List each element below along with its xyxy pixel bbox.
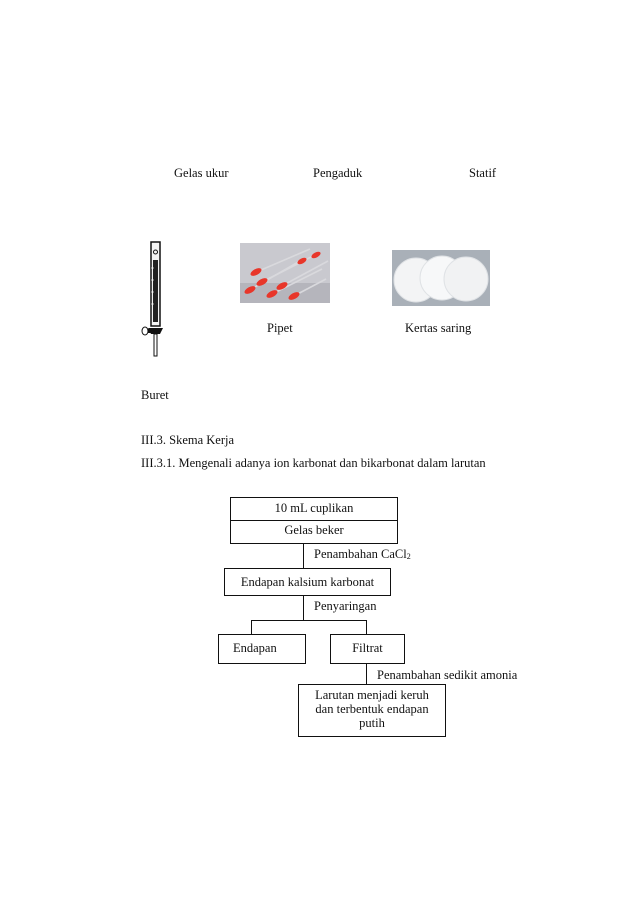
- result2-line2: dan terbentuk endapan: [315, 702, 429, 716]
- label-statif: Statif: [469, 166, 497, 180]
- precipitate-box: Endapan: [218, 634, 306, 664]
- step1-text: Penambahan CaCl: [314, 547, 407, 561]
- label-gelas-ukur: Gelas ukur: [174, 166, 229, 180]
- connector-2: [303, 596, 304, 620]
- kertas-saring-image: [392, 250, 490, 306]
- sample-box: 10 mL cuplikan Gelas beker: [230, 497, 398, 544]
- branch-left: [251, 620, 252, 634]
- connector-3: [366, 664, 367, 684]
- sample-text: 10 mL cuplikan: [274, 501, 354, 515]
- box-divider: [231, 520, 397, 521]
- filtrate-text: Filtrat: [352, 641, 383, 655]
- result2-box: Larutan menjadi keruh dan terbentuk enda…: [298, 684, 446, 737]
- label-kertas-saring: Kertas saring: [405, 321, 472, 335]
- precipitate-text: Endapan: [233, 641, 277, 655]
- result1-box: Endapan kalsium karbonat: [224, 568, 391, 596]
- filtrate-box: Filtrat: [330, 634, 405, 664]
- container-text: Gelas beker: [284, 523, 344, 537]
- section-subheading: III.3.1. Mengenali adanya ion karbonat d…: [141, 456, 486, 470]
- section-heading: III.3. Skema Kerja: [141, 433, 235, 447]
- step3-label: Penambahan sedikit amonia: [377, 668, 518, 682]
- branch-line: [251, 620, 366, 621]
- branch-right: [366, 620, 367, 634]
- label-buret: Buret: [141, 388, 169, 402]
- step2-label: Penyaringan: [314, 599, 377, 613]
- label-pengaduk: Pengaduk: [313, 166, 363, 180]
- label-pipet: Pipet: [267, 321, 293, 335]
- connector-1: [303, 544, 304, 568]
- result2-line1: Larutan menjadi keruh: [315, 688, 429, 702]
- result2-line3: putih: [359, 716, 385, 730]
- step1-label: Penambahan CaCl2: [314, 547, 411, 562]
- step1-subscript: 2: [406, 552, 411, 561]
- result1-text: Endapan kalsium karbonat: [240, 575, 375, 589]
- buret-image: [141, 241, 163, 357]
- pipet-image: [240, 243, 330, 303]
